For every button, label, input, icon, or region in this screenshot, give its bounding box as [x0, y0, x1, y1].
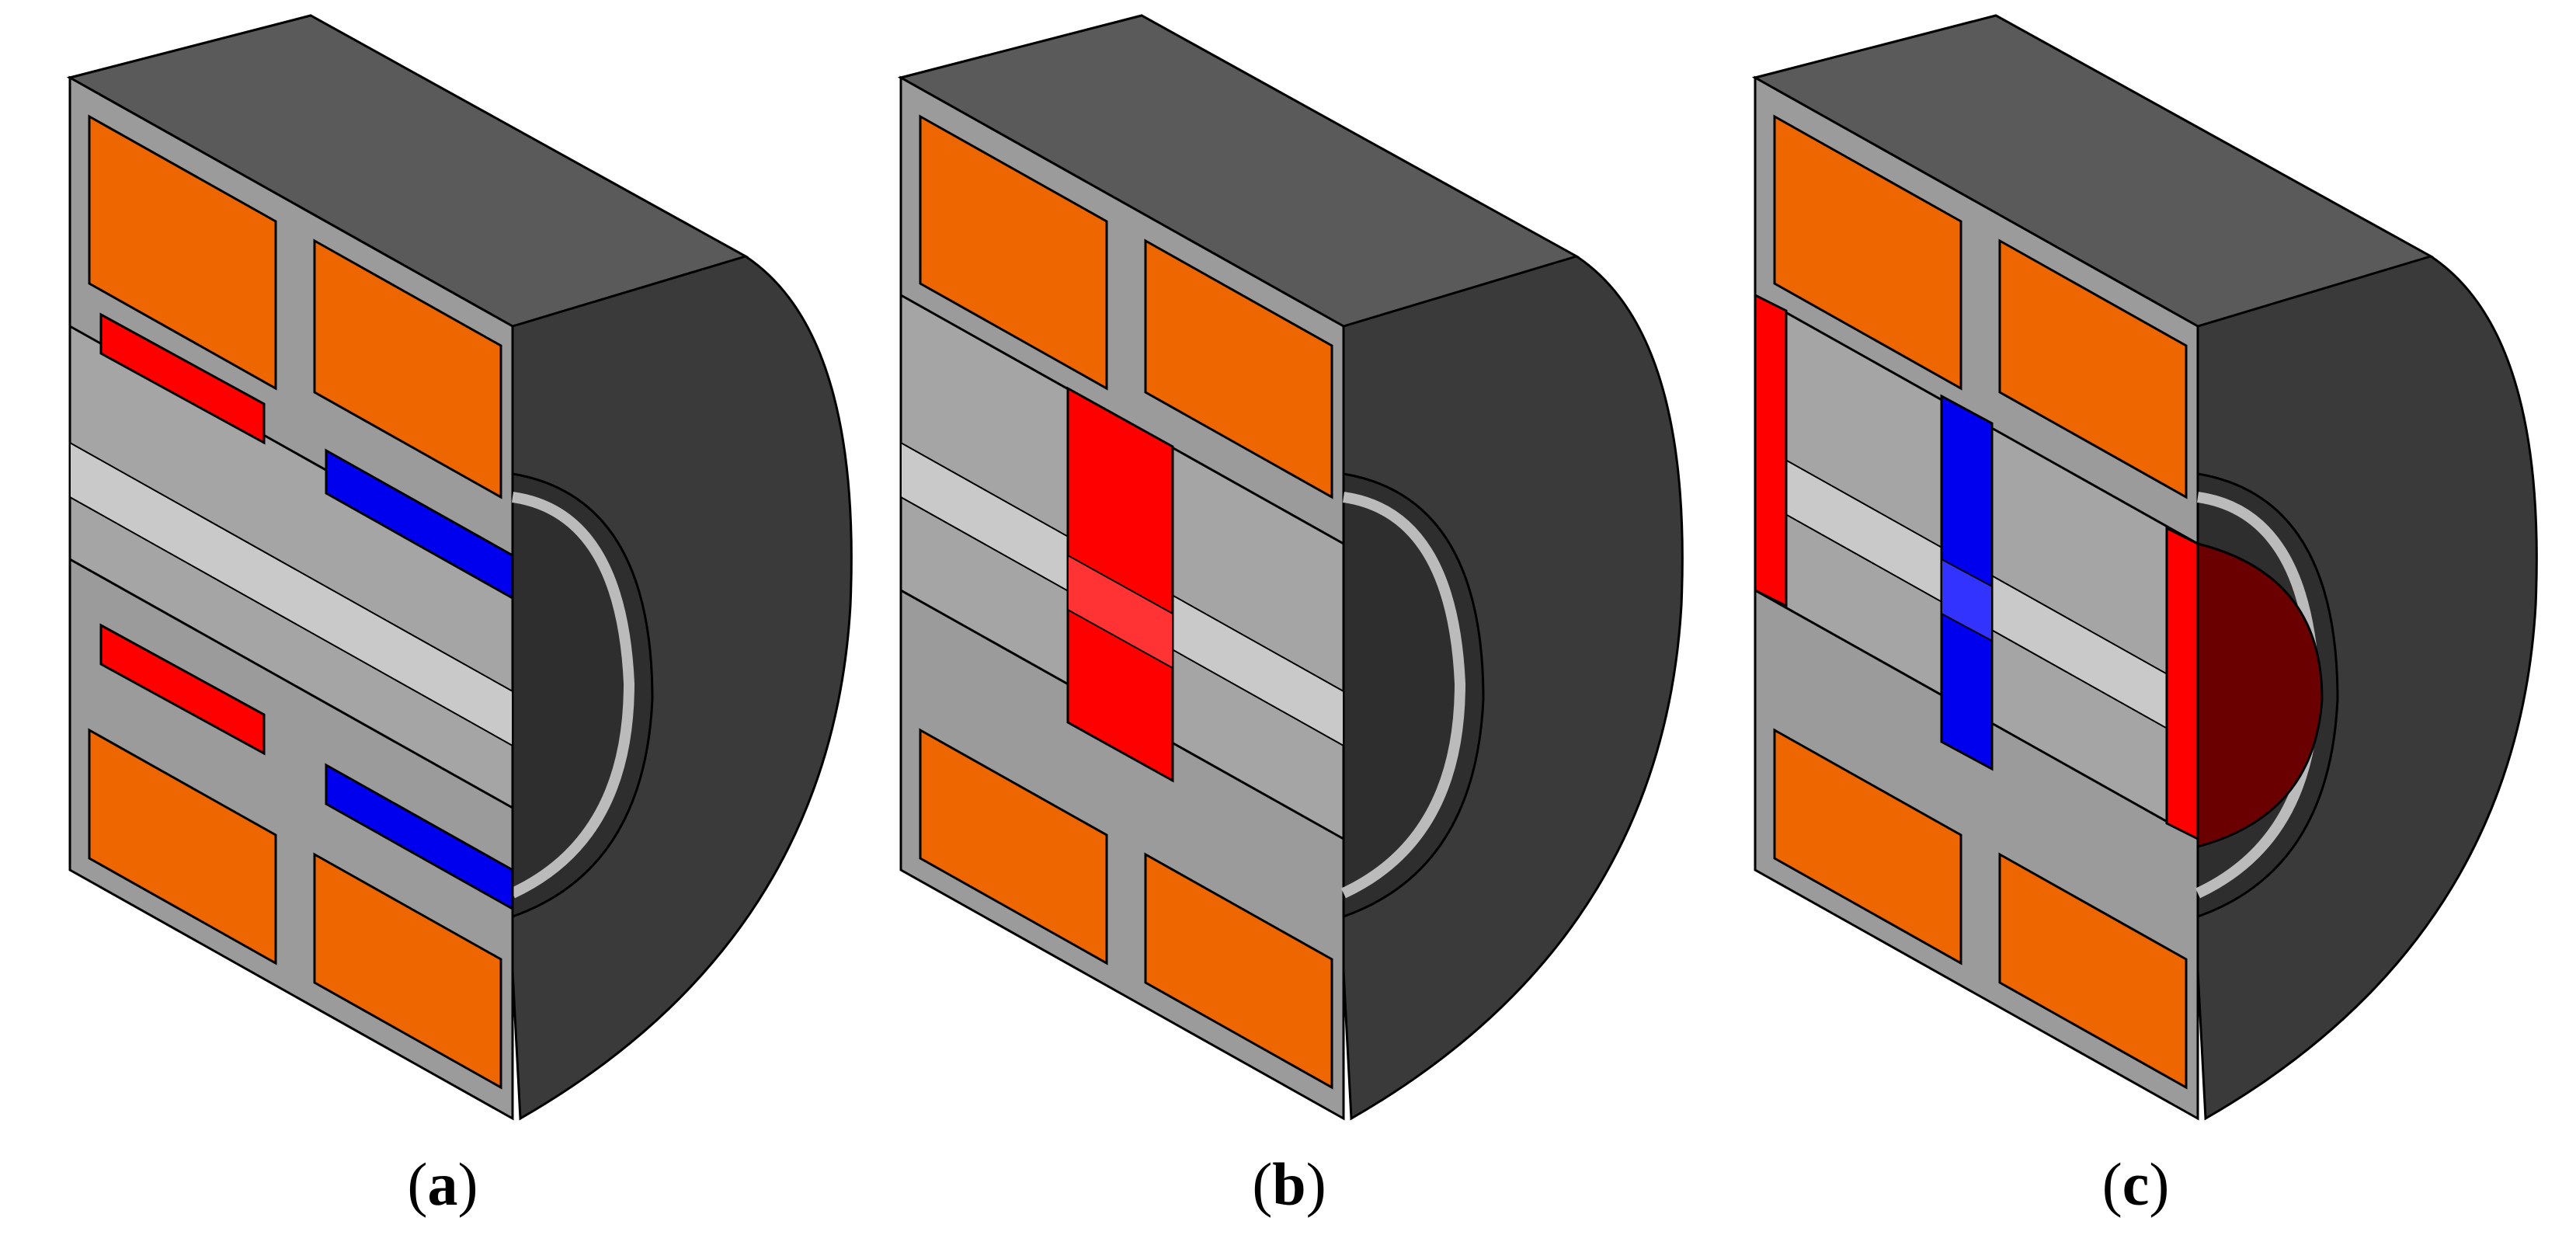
magnet-red-lower	[99, 623, 266, 756]
coil-upper-right	[313, 238, 502, 499]
coil-lower-right	[1998, 852, 2188, 1090]
magnet-red-upper	[99, 312, 266, 445]
magnet-red-right-disk	[2196, 542, 2324, 848]
panel-a: (a)	[16, 0, 870, 1242]
magnet-blue-center-bore	[1941, 558, 1993, 642]
coil-upper-left	[1773, 114, 1962, 391]
actuator-drawing-a	[67, 14, 853, 1121]
panel-b-caption: (b)	[1252, 1150, 1326, 1218]
coil-lower-right	[313, 852, 502, 1090]
housing-outer-shell	[898, 14, 1684, 1121]
panel-c: (c)	[1709, 0, 2563, 1242]
magnet-red-left	[1754, 293, 1788, 608]
coil-lower-right	[1144, 852, 1333, 1090]
coil-upper-right	[1998, 238, 2188, 499]
coil-upper-left	[88, 114, 277, 391]
inner-ring	[510, 492, 635, 899]
coil-upper-right	[1144, 238, 1333, 499]
panel-b: (b)	[862, 0, 1716, 1242]
mover-bore	[69, 441, 513, 747]
inner-ring	[1341, 492, 1466, 899]
magnet-blue-upper	[325, 448, 514, 600]
housing-outer-shell	[1752, 14, 2538, 1121]
actuator-drawing-c	[1752, 14, 2538, 1121]
coil-upper-left	[919, 114, 1108, 391]
housing-outer-shell	[67, 14, 853, 1121]
actuator-drawing-b	[898, 14, 1684, 1121]
magnet-red-right	[2165, 526, 2199, 841]
magnet-blue-lower	[325, 763, 514, 911]
panel-c-caption: (c)	[2101, 1150, 2170, 1218]
coil-lower-left	[1773, 728, 1962, 965]
coil-lower-left	[919, 728, 1108, 965]
magnet-red-center-bore	[1067, 554, 1173, 670]
panel-a-caption: (a)	[407, 1150, 478, 1218]
coil-lower-left	[88, 728, 277, 965]
